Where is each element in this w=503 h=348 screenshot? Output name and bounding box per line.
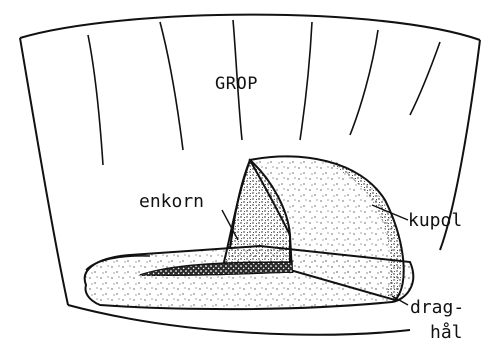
label-enkorn: enkorn (139, 193, 204, 211)
label-grop: GROP (215, 76, 258, 93)
label-drag: drag- (410, 299, 464, 317)
label-kupol: kupol (408, 212, 462, 230)
label-hal: hål (430, 324, 463, 342)
pit-wall-lines (88, 20, 440, 165)
pit-left-wall (20, 38, 68, 305)
